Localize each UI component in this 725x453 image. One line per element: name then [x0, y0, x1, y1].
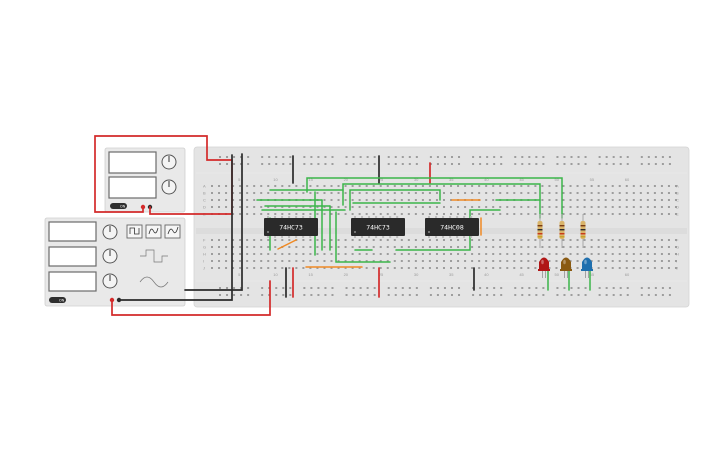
row-letter: A	[676, 184, 679, 189]
breadboard-holes[interactable]	[211, 156, 677, 296]
row-letter: D	[203, 205, 206, 210]
ic-chip[interactable]: 74HC73	[264, 216, 318, 238]
column-number: 40	[484, 177, 489, 182]
column-number: 50	[554, 272, 559, 277]
column-number: 35	[449, 177, 454, 182]
row-letter: J	[676, 266, 678, 271]
column-number: 10	[273, 177, 278, 182]
column-number: 30	[414, 272, 419, 277]
column-number: 45	[519, 272, 524, 277]
chip-label: 74HC08	[440, 224, 464, 232]
column-number: 15	[308, 177, 313, 182]
row-letter: I	[203, 259, 204, 264]
column-number: 20	[344, 272, 349, 277]
row-letter: D	[676, 205, 679, 210]
row-letter: J	[203, 266, 205, 271]
column-number: 15	[308, 272, 313, 277]
chip-label: 74HC73	[366, 224, 390, 232]
row-letter: G	[676, 245, 679, 250]
leds[interactable]	[538, 257, 593, 279]
column-number: 5	[238, 177, 241, 182]
column-number: 50	[554, 177, 559, 182]
signal-wires[interactable]	[256, 177, 591, 291]
power-supply-on-button[interactable]	[110, 203, 127, 209]
resistor[interactable]	[537, 214, 543, 248]
column-number: 30	[414, 177, 419, 182]
row-letter: A	[203, 184, 206, 189]
sine-wave-button[interactable]	[164, 224, 181, 239]
led[interactable]	[581, 257, 593, 279]
row-letter: F	[676, 238, 679, 243]
row-letter: I	[676, 259, 677, 264]
function-generator-on-button[interactable]	[49, 297, 66, 303]
row-letter: H	[676, 252, 679, 257]
orange-wires[interactable]	[277, 199, 482, 268]
row-letter: G	[203, 245, 206, 250]
row-letter: B	[676, 191, 679, 196]
row-letter: H	[203, 252, 206, 257]
power-supply[interactable]: ON	[104, 147, 186, 213]
column-number: 45	[519, 177, 524, 182]
power-wires[interactable]	[94, 135, 475, 316]
resistors[interactable]	[537, 214, 586, 248]
led[interactable]	[560, 257, 572, 279]
column-number: 55	[590, 177, 595, 182]
function-generator[interactable]: ON	[44, 217, 186, 307]
wave-preview-icon	[139, 249, 169, 288]
resistor[interactable]	[559, 214, 565, 248]
column-number: 55	[590, 272, 595, 277]
row-letter: E	[676, 212, 679, 217]
function-generator-button-label: ON	[59, 299, 65, 303]
row-letter: B	[203, 191, 206, 196]
square-wave-button[interactable]	[126, 224, 143, 239]
column-number: 20	[344, 177, 349, 182]
resistor[interactable]	[580, 214, 586, 248]
column-number: 40	[484, 272, 489, 277]
column-numbers: 5510101515202025253030353540404545505055…	[238, 177, 630, 277]
column-number: 25	[379, 177, 384, 182]
column-number: 25	[379, 272, 384, 277]
ic-chip[interactable]: 74HC73	[351, 216, 405, 238]
row-letter: F	[203, 238, 206, 243]
row-letter: C	[676, 198, 679, 203]
ic-chip[interactable]: 74HC08	[425, 216, 479, 238]
column-number: 35	[449, 272, 454, 277]
power-supply-button-label: ON	[120, 205, 126, 209]
triangle-wave-button[interactable]	[145, 224, 162, 239]
row-letter: C	[203, 198, 206, 203]
column-number: 5	[238, 272, 241, 277]
led[interactable]	[538, 257, 550, 279]
column-number: 60	[625, 272, 630, 277]
chip-label: 74HC73	[279, 224, 303, 232]
column-number: 10	[273, 272, 278, 277]
column-number: 60	[625, 177, 630, 182]
